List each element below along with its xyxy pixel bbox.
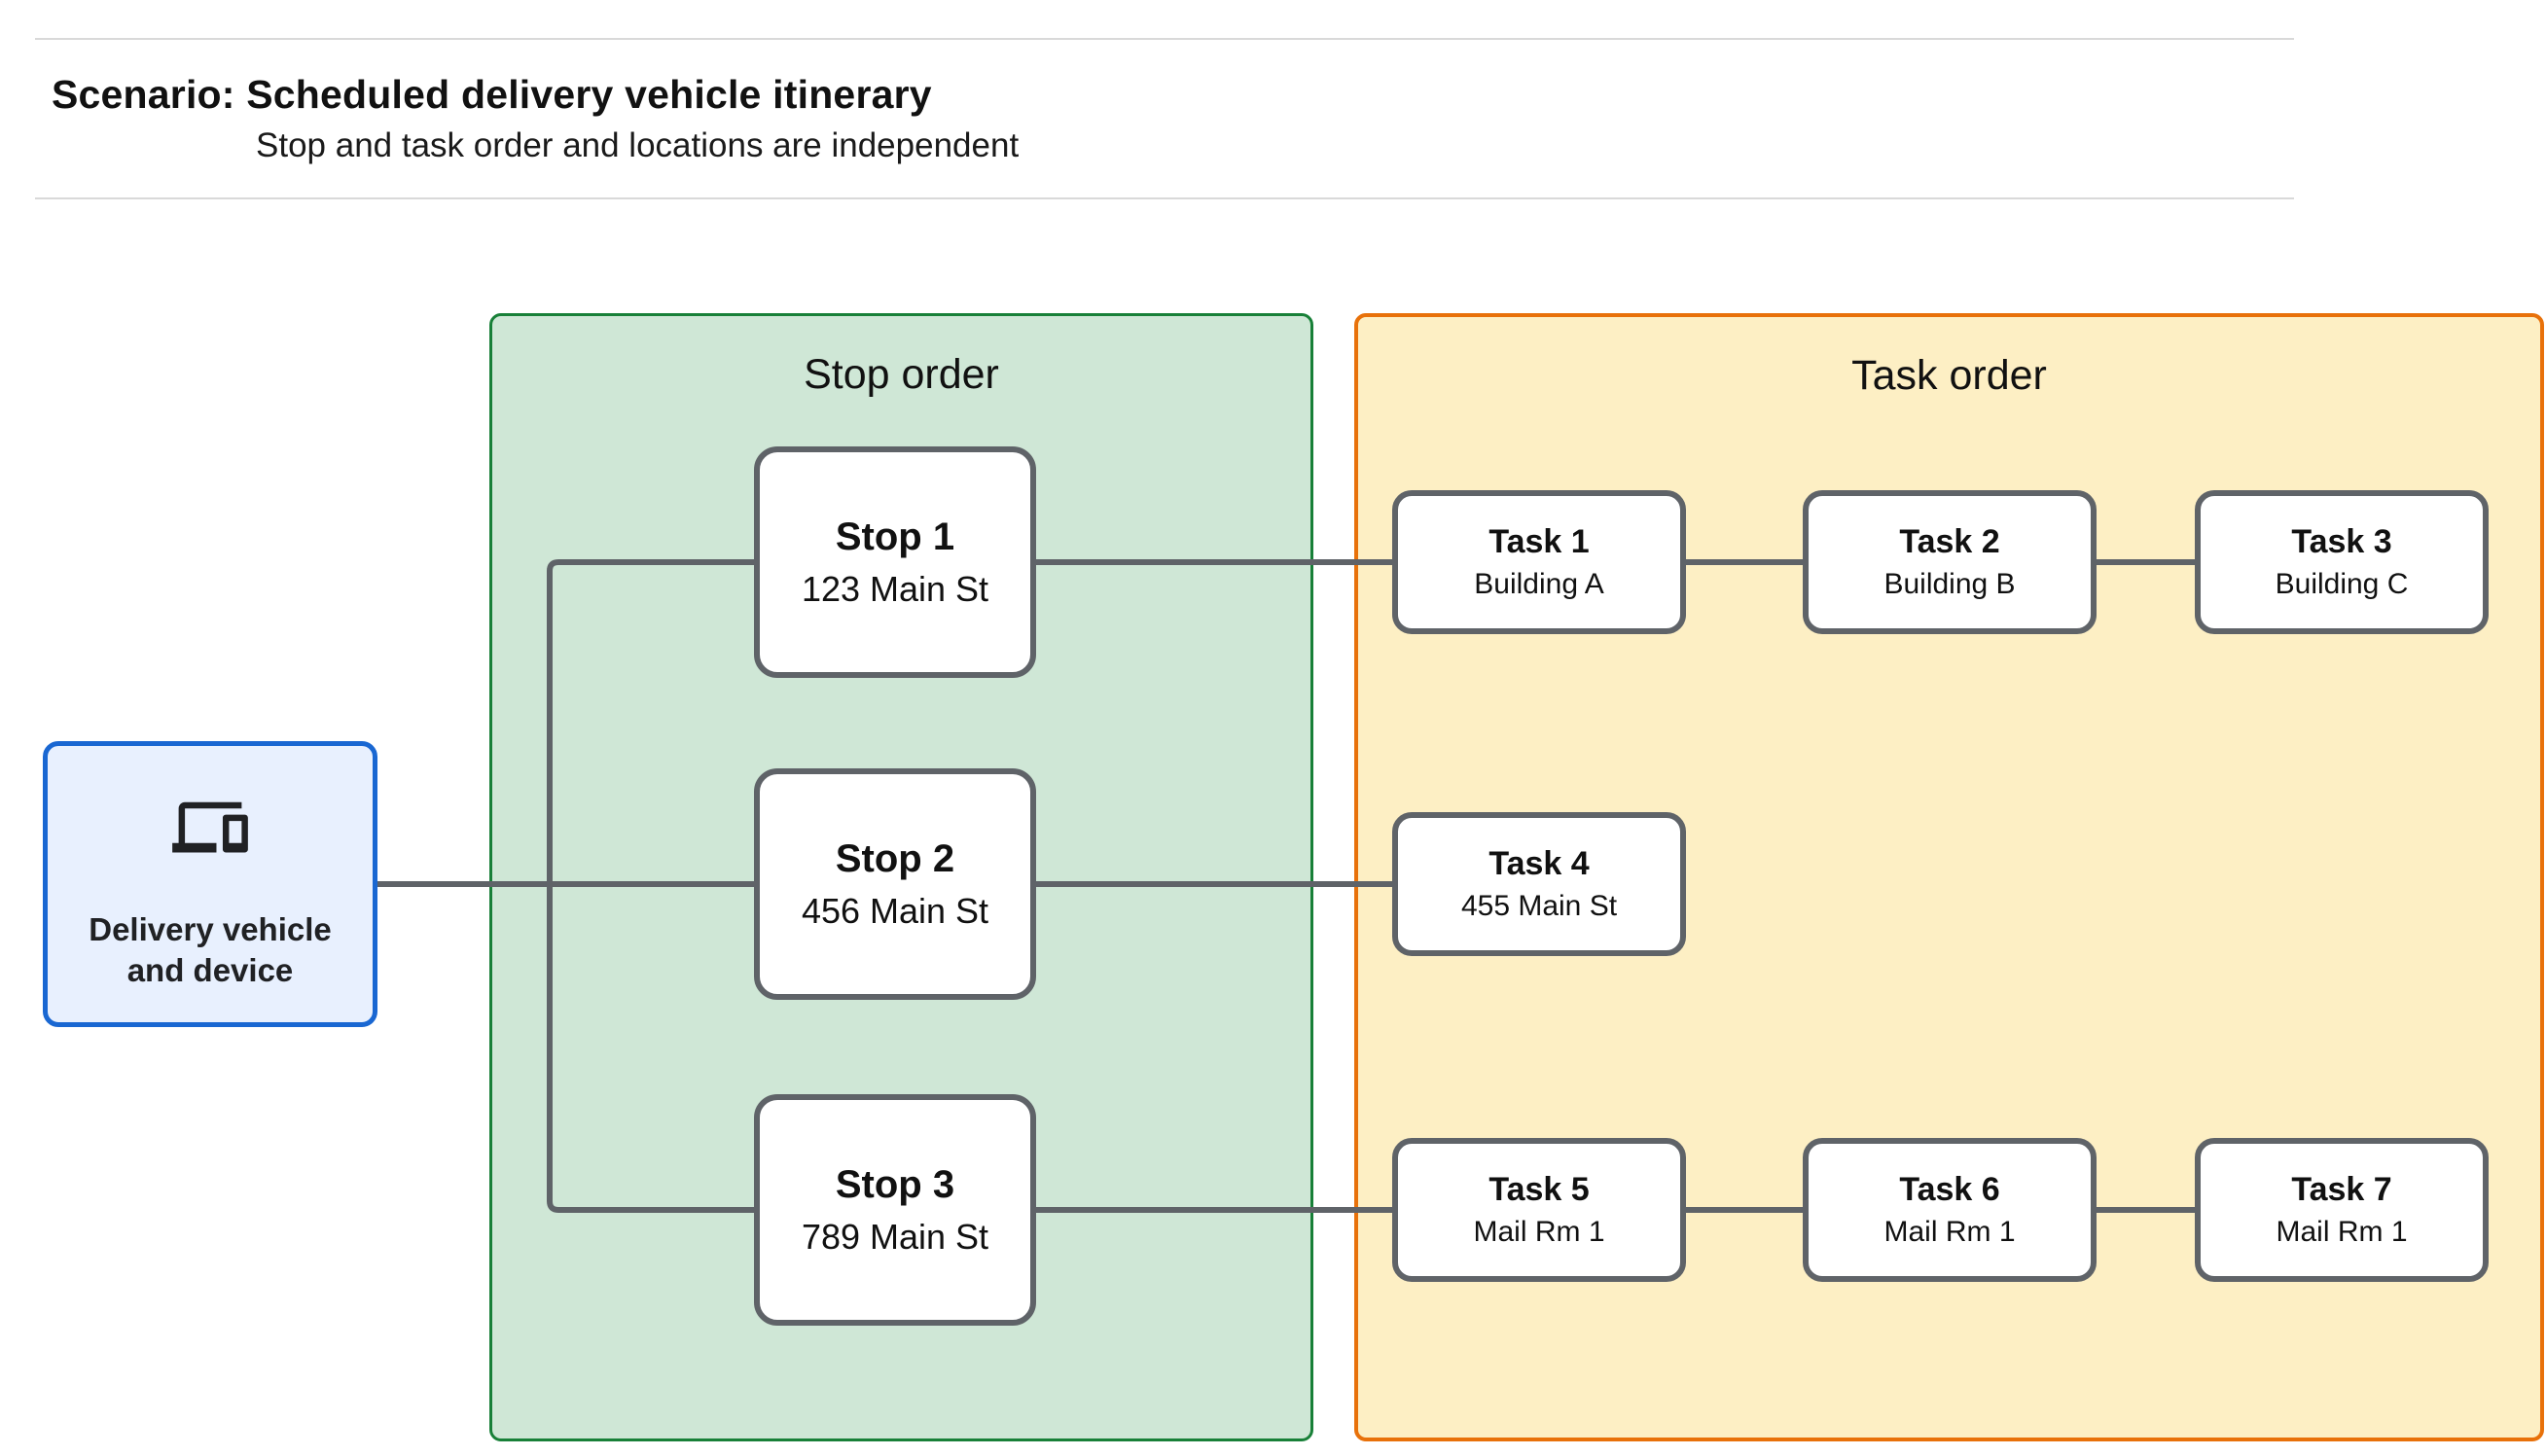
task-4-node: Task 4 455 Main St [1392, 812, 1686, 956]
task-5-node: Task 5 Mail Rm 1 [1392, 1138, 1686, 1282]
task-2-location: Building B [1883, 568, 2016, 600]
task-6-location: Mail Rm 1 [1883, 1216, 2016, 1248]
page-subtitle: Stop and task order and locations are in… [256, 126, 1020, 164]
stop-1-address: 123 Main St [801, 568, 989, 609]
task-3-node: Task 3 Building C [2195, 490, 2489, 634]
stop-2-title: Stop 2 [835, 836, 955, 880]
task-2-node: Task 2 Building B [1803, 490, 2097, 634]
stop-1-node: Stop 1 123 Main St [754, 446, 1036, 678]
task-1-title: Task 1 [1488, 523, 1590, 560]
top-divider [35, 38, 2294, 40]
task-1-node: Task 1 Building A [1392, 490, 1686, 634]
task-5-location: Mail Rm 1 [1473, 1216, 1605, 1248]
task-2-title: Task 2 [1899, 523, 2000, 560]
task-7-node: Task 7 Mail Rm 1 [2195, 1138, 2489, 1282]
page-title: Scenario: Scheduled delivery vehicle iti… [52, 72, 932, 117]
task-7-title: Task 7 [2291, 1171, 2392, 1208]
devices-icon [172, 801, 248, 853]
stop-3-address: 789 Main St [801, 1216, 989, 1257]
task-3-location: Building C [2275, 568, 2409, 600]
stop-order-panel-title: Stop order [804, 351, 999, 398]
bottom-divider [35, 197, 2294, 199]
task-1-location: Building A [1474, 568, 1604, 600]
stop-3-node: Stop 3 789 Main St [754, 1094, 1036, 1326]
stop-1-title: Stop 1 [835, 515, 955, 558]
stop-3-title: Stop 3 [835, 1162, 955, 1206]
task-order-panel-title: Task order [1851, 352, 2047, 399]
task-3-title: Task 3 [2291, 523, 2392, 560]
delivery-vehicle-label: Delivery vehicle and device [89, 911, 332, 988]
delivery-vehicle-node: Delivery vehicle and device [43, 741, 377, 1027]
task-6-title: Task 6 [1899, 1171, 2000, 1208]
stop-2-node: Stop 2 456 Main St [754, 768, 1036, 1000]
task-4-title: Task 4 [1488, 845, 1590, 882]
stop-2-address: 456 Main St [801, 890, 989, 931]
task-7-location: Mail Rm 1 [2276, 1216, 2408, 1248]
task-4-location: 455 Main St [1460, 890, 1618, 922]
task-6-node: Task 6 Mail Rm 1 [1803, 1138, 2097, 1282]
task-5-title: Task 5 [1488, 1171, 1590, 1208]
